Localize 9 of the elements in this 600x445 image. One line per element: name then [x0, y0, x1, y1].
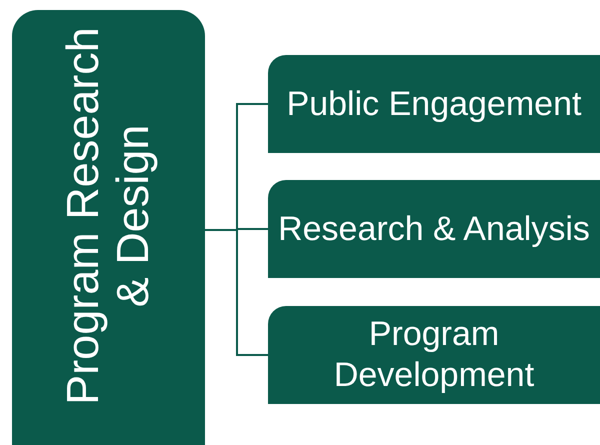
box-label: Program Research & Design — [56, 26, 159, 406]
box-label: Program Development — [332, 314, 536, 396]
category-box — [12, 10, 205, 445]
connector-line — [205, 229, 268, 356]
box-label: Public Engagement — [286, 84, 582, 125]
sub-category-box — [268, 306, 600, 404]
sub-category-box — [268, 180, 600, 278]
box-label: Research & Analysis — [277, 208, 591, 250]
sub-category-box — [268, 55, 600, 153]
